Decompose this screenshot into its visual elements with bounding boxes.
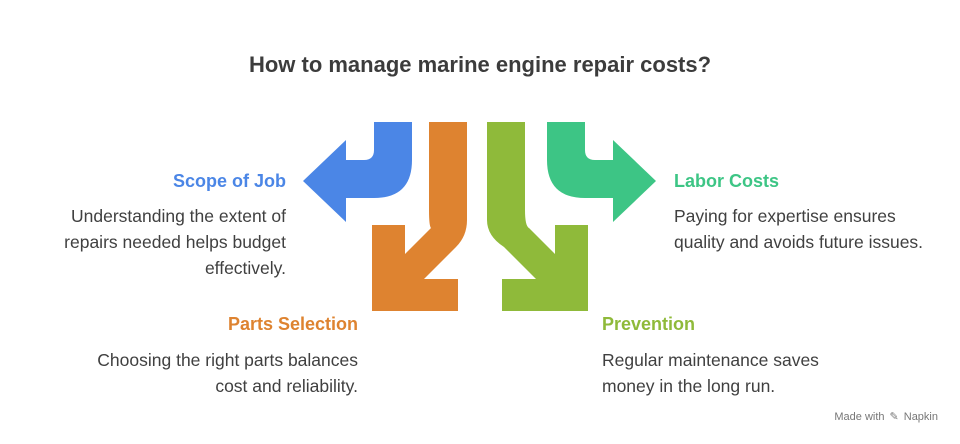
labor-costs-description: Paying for expertise ensures quality and… xyxy=(674,206,924,252)
prevention-arrow xyxy=(487,122,588,311)
napkin-icon: ✎ xyxy=(889,411,899,423)
scope-of-job-arrow xyxy=(303,122,412,222)
scope-of-job-heading: Scope of Job xyxy=(172,171,286,191)
prevention-heading: Prevention xyxy=(602,314,696,334)
footer-prefix: Made with xyxy=(834,410,885,423)
parts-selection-description: Choosing the right parts balances cost a… xyxy=(97,350,358,396)
parts-selection-heading: Parts Selection xyxy=(227,314,358,334)
labor-costs-heading: Labor Costs xyxy=(674,171,780,191)
labor-costs-arrow xyxy=(547,122,656,222)
footer-brand: Napkin xyxy=(903,410,938,423)
prevention-description: Regular maintenance saves money in the l… xyxy=(602,350,819,396)
scope-of-job-description: Understanding the extent of repairs need… xyxy=(64,206,286,278)
made-with-napkin-footer: Made with ✎ Napkin xyxy=(834,410,938,424)
parts-selection-arrow xyxy=(372,122,467,311)
diagram-title: How to manage marine engine repair costs… xyxy=(248,52,712,77)
